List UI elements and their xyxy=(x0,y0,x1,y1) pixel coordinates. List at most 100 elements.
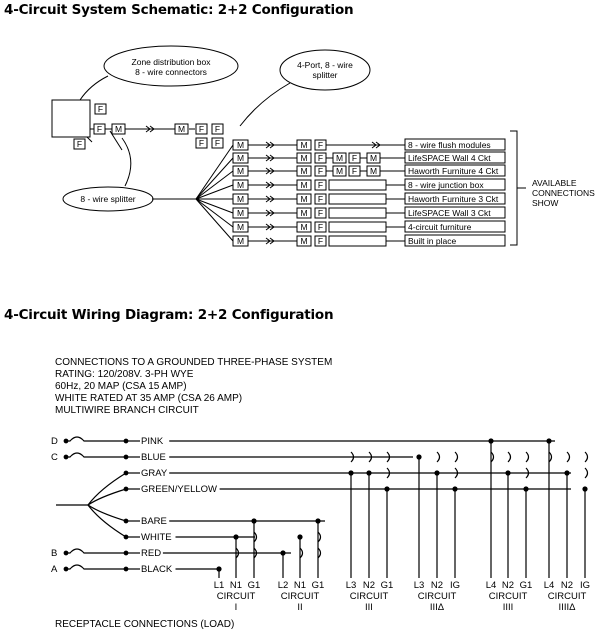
available-label: CONNECTIONS xyxy=(532,188,595,198)
feed-fan xyxy=(87,488,127,506)
circuit-numeral: IIIΔ xyxy=(430,602,445,613)
splitter-m xyxy=(174,123,189,135)
row-f xyxy=(314,207,327,219)
crossing-jump xyxy=(436,451,441,463)
row-m xyxy=(296,139,312,151)
note-line: WHITE RATED AT 35 AMP (CSA 26 AMP) xyxy=(55,393,243,404)
zone-port-f xyxy=(93,123,106,135)
circuit-terminal: L4 xyxy=(486,580,497,591)
row-m-label: M xyxy=(300,208,307,218)
circuit-word: CIRCUIT xyxy=(418,591,457,602)
connection-box xyxy=(404,220,506,233)
row-f-label: F xyxy=(352,166,357,176)
row-m-label: M xyxy=(237,166,244,176)
connection-label: LifeSPACE Wall 3 Ckt xyxy=(408,208,491,218)
row-m-label: M xyxy=(237,208,244,218)
junction-dot xyxy=(297,534,303,540)
row-m-label: M xyxy=(237,180,244,190)
junction-dot xyxy=(416,454,422,460)
splitter-port-f-label: F xyxy=(199,124,204,134)
note-line: MULTIWIRE BRANCH CIRCUIT xyxy=(55,405,199,416)
row-f xyxy=(314,221,327,233)
splitter-fan-wire xyxy=(195,170,234,200)
zone-port-f xyxy=(73,138,86,150)
crossing-jump xyxy=(350,451,355,463)
trunk-m xyxy=(111,123,126,135)
row-f-label: F xyxy=(352,153,357,163)
phase-label: C xyxy=(51,452,58,463)
callout-4port-text: splitter xyxy=(312,70,337,80)
crossing-jump xyxy=(253,547,258,559)
crossing-jump xyxy=(490,451,495,463)
row-f-label: F xyxy=(318,140,323,150)
crossing-jump xyxy=(235,547,240,559)
feed-fan xyxy=(87,472,127,506)
crossing-jump xyxy=(548,451,553,463)
zone-port-f xyxy=(94,103,107,115)
row-m xyxy=(332,165,347,177)
splitter-port-f xyxy=(211,123,224,135)
row-m-label: M xyxy=(237,236,244,246)
row-m xyxy=(296,152,312,164)
row-m xyxy=(296,179,312,191)
callout-zone-box xyxy=(103,45,239,87)
connector-arrow xyxy=(371,141,381,149)
row-m-label: M xyxy=(237,222,244,232)
circuit-terminal: L2 xyxy=(278,580,289,591)
circuit-numeral: III xyxy=(365,602,373,613)
phase-label: D xyxy=(51,436,58,447)
crossing-jump xyxy=(386,451,391,463)
circuit-terminal: N2 xyxy=(363,580,375,591)
callout-zone-text: Zone distribution box xyxy=(132,57,212,67)
row-f-label: F xyxy=(318,194,323,204)
wire-label-green-yellow: GREEN/YELLOW xyxy=(141,484,217,495)
callout-4port-text: 4-Port, 8 - wire xyxy=(297,60,353,70)
splitter-port-f xyxy=(195,123,208,135)
circuit-terminal: G1 xyxy=(381,580,394,591)
available-label: AVAILABLE xyxy=(532,178,577,188)
row-m-label: M xyxy=(300,194,307,204)
wire-label-blue: BLUE xyxy=(141,452,166,463)
circuit-word: CIRCUIT xyxy=(217,591,256,602)
zone-port-f-label: F xyxy=(97,124,102,134)
junction-dot xyxy=(564,470,570,476)
crossing-jump xyxy=(584,451,589,463)
crossing-jump xyxy=(584,467,589,479)
wiring-title: 4-Circuit Wiring Diagram: 2+2 Configurat… xyxy=(4,307,334,323)
circuit-word: CIRCUIT xyxy=(489,591,528,602)
crossing-jump xyxy=(566,451,571,463)
connector-arrow xyxy=(145,125,155,133)
circuit-terminal: L4 xyxy=(544,580,555,591)
connector-arrow xyxy=(265,167,275,175)
splitter-fan-wire xyxy=(195,144,234,200)
row-f-label: F xyxy=(318,180,323,190)
wire-label-white: WHITE xyxy=(141,532,172,543)
junction-dot xyxy=(505,470,511,476)
fuse-symbol xyxy=(66,548,126,554)
circuit-word: CIRCUIT xyxy=(548,591,587,602)
connection-box xyxy=(404,164,506,177)
circuit-terminal: N2 xyxy=(502,580,514,591)
circuit-terminal: L3 xyxy=(414,580,425,591)
connection-box xyxy=(404,234,506,247)
row-f xyxy=(314,179,327,191)
phase-label: B xyxy=(51,548,57,559)
junction-dot xyxy=(523,486,529,492)
row-m-label: M xyxy=(336,166,343,176)
connector-arrow xyxy=(265,237,275,245)
row-m xyxy=(296,165,312,177)
connector-arrow xyxy=(265,141,275,149)
splitter-port-f-label: F xyxy=(215,138,220,148)
trunk-m-label: M xyxy=(115,124,122,134)
circuit-terminal: G1 xyxy=(248,580,261,591)
row-m-label: M xyxy=(237,153,244,163)
crossing-jump xyxy=(507,451,512,463)
circuit-numeral: II xyxy=(297,602,302,613)
row-m xyxy=(296,193,312,205)
junction-dot xyxy=(315,518,321,524)
junction-dot xyxy=(280,550,286,556)
row-m-label: M xyxy=(237,140,244,150)
connection-box xyxy=(404,206,506,219)
